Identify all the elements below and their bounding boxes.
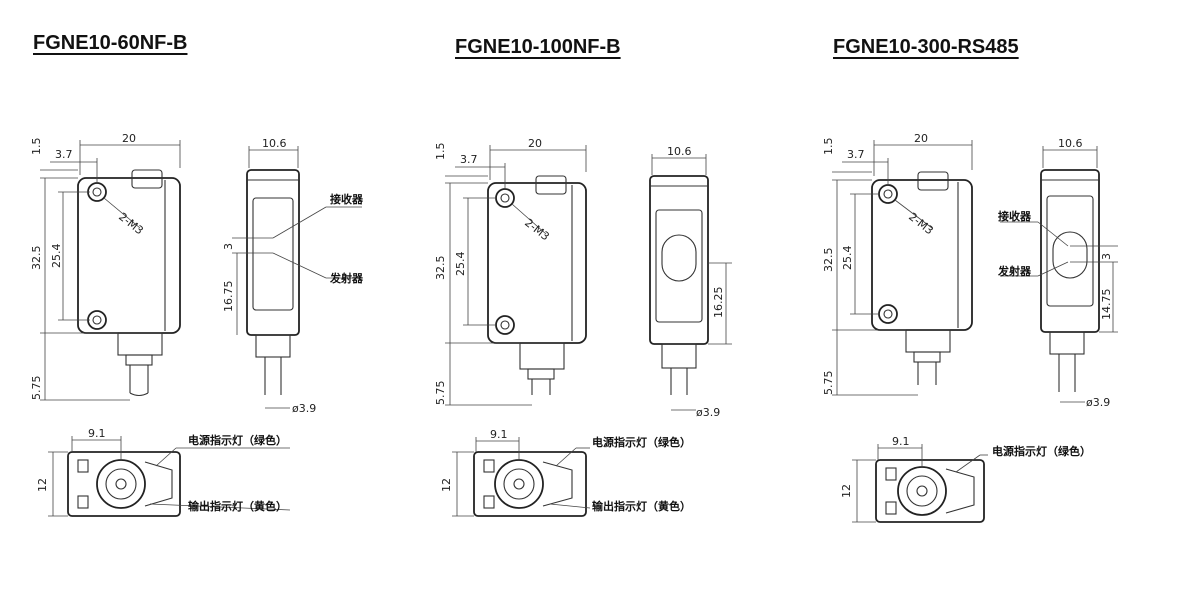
thread-label: 2-M3 (522, 216, 552, 243)
dim-hole-offset: 3.7 (847, 148, 865, 161)
thread-label: 2-M3 (906, 210, 936, 237)
thread-label: 2-M3 (116, 210, 146, 237)
power-led-label: 电源指示灯（绿色） (188, 433, 287, 447)
panel-fgne10-300-rs485: FGNE10-300-RS485 20 (800, 0, 1200, 600)
receiver-label: 接收器 (998, 209, 1032, 223)
dim-cable-diameter: ø3.9 (292, 402, 316, 415)
dim-lens-height: 16.75 (222, 281, 235, 313)
panel-title: FGNE10-100NF-B (455, 36, 621, 58)
dim-height: 32.5 (434, 256, 447, 281)
emitter-label: 发射器 (997, 264, 1032, 278)
dim-top-offset: 1.5 (30, 138, 43, 156)
dim-bottom-offset: 9.1 (88, 427, 106, 440)
bottom-view (48, 436, 291, 517)
panel-title: FGNE10-60NF-B (33, 32, 188, 54)
diagram-fgne10-60nf-b: 20 3.7 1.5 32.5 25.4 5.75 2-M3 10.6 (30, 132, 364, 517)
dim-width: 20 (914, 132, 928, 145)
power-led-label: 电源指示灯（绿色） (592, 435, 691, 449)
dim-bottom-height: 12 (840, 484, 853, 498)
panel-fgne10-60nf-b: FGNE10-60NF-B (0, 0, 400, 600)
dim-bottom-height: 12 (440, 478, 453, 492)
output-led-label: 输出指示灯（黄色） (592, 499, 691, 513)
dim-lens-gap: 3 (222, 243, 235, 250)
diagram-fgne10-300-rs485: 20 3.7 1.5 32.5 25.4 5.75 2-M3 (822, 132, 1118, 523)
bottom-view (452, 437, 591, 517)
front-view (832, 140, 973, 396)
dim-cable: 5.75 (434, 381, 447, 406)
panel-title: FGNE10-300-RS485 (833, 36, 1019, 58)
dim-cable-diameter: ø3.9 (696, 406, 720, 419)
dim-hole-pitch: 25.4 (50, 244, 63, 269)
output-led-label: 输出指示灯（黄色） (188, 499, 287, 513)
dim-side-width: 10.6 (1058, 137, 1083, 150)
dim-top-offset: 1.5 (822, 138, 835, 156)
dim-lens-gap: 3 (1100, 253, 1113, 260)
dim-cable: 5.75 (30, 376, 43, 401)
dim-height: 32.5 (30, 246, 43, 271)
front-view (445, 145, 587, 406)
dim-bottom-height: 12 (36, 478, 49, 492)
dim-width: 20 (122, 132, 136, 145)
dim-side-width: 10.6 (667, 145, 692, 158)
dim-hole-pitch: 25.4 (454, 252, 467, 277)
dim-bottom-offset: 9.1 (490, 428, 508, 441)
dim-hole-pitch: 25.4 (841, 246, 854, 271)
dim-hole-offset: 3.7 (460, 153, 478, 166)
lens-icon (1052, 231, 1088, 279)
dim-hole-offset: 3.7 (55, 148, 73, 161)
dim-width: 20 (528, 137, 542, 150)
dim-top-offset: 1.5 (434, 143, 447, 161)
side-view (1000, 146, 1118, 403)
dim-bottom-offset: 9.1 (892, 435, 910, 448)
dim-lens-height: 14.75 (1100, 289, 1113, 321)
dim-side-width: 10.6 (262, 137, 287, 150)
bottom-view (852, 444, 988, 523)
dim-lens-height: 16.25 (712, 287, 725, 319)
dim-cable-diameter: ø3.9 (1086, 396, 1110, 409)
dim-height: 32.5 (822, 248, 835, 273)
diagram-fgne10-100nf-b: 20 3.7 1.5 32.5 25.4 5.75 2-M3 10.6 16.2… (434, 137, 732, 517)
power-led-label: 电源指示灯（绿色） (992, 444, 1091, 458)
lens-icon (661, 234, 697, 282)
side-view (649, 154, 732, 411)
front-view (77, 169, 181, 397)
side-view (232, 146, 362, 409)
receiver-label: 接收器 (330, 192, 364, 206)
front-dimensions (40, 140, 181, 401)
panel-fgne10-100nf-b: FGNE10-100NF-B 20 (400, 0, 800, 600)
dim-cable: 5.75 (822, 371, 835, 396)
emitter-label: 发射器 (329, 271, 364, 285)
